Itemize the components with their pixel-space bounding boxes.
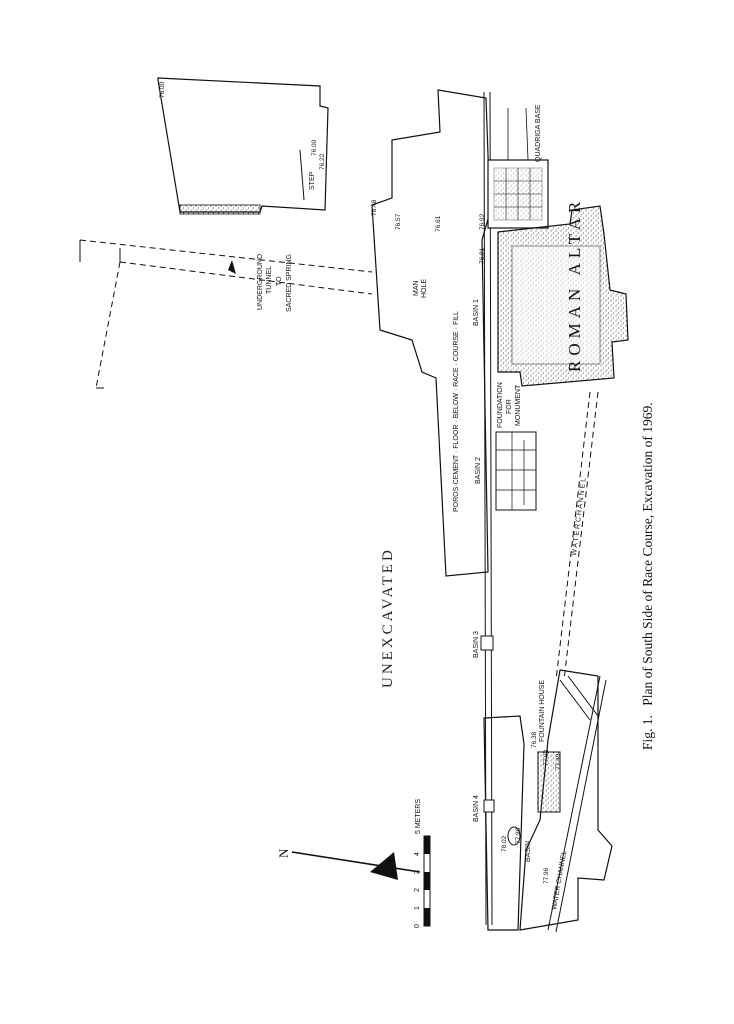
fountain-house-label: FOUNTAIN HOUSE bbox=[539, 680, 546, 742]
step-label: STEP bbox=[309, 171, 316, 190]
spring-room-outline bbox=[157, 77, 329, 213]
water-channel-top-line-1 bbox=[555, 391, 591, 681]
elevation-label: 77.98 bbox=[515, 827, 522, 844]
basin-5-label: BASIN bbox=[525, 841, 532, 862]
poros-floor-label: POROS·CEMENT · FLOOR · BELOW · RACE · CO… bbox=[453, 311, 460, 512]
north-label: N bbox=[276, 848, 291, 858]
tunnel-label-4: SACRED SPRING bbox=[286, 254, 293, 312]
scale-tick-3: 3 bbox=[414, 870, 421, 874]
quadriga-grid bbox=[494, 168, 542, 220]
water-channel-top-line-2 bbox=[563, 391, 599, 681]
elevation-label: 76.38 bbox=[531, 731, 538, 748]
figure-caption-text: Plan of South Side of Race Course, Excav… bbox=[640, 402, 655, 705]
basin-3-label: BASIN 3 bbox=[473, 631, 480, 658]
tunnel-line-lower bbox=[119, 261, 373, 295]
quadriga-base-label: QUADRIGA BASE bbox=[535, 104, 542, 162]
basin-3-box bbox=[480, 635, 494, 651]
basin-2-label: BASIN 2 bbox=[475, 457, 482, 484]
elevation-label: 77.96 bbox=[543, 867, 550, 884]
elevation-label: 77.49 bbox=[555, 753, 562, 770]
basin-5-box bbox=[507, 826, 521, 846]
elevation-label: 76.57 bbox=[395, 213, 402, 230]
tunnel-return bbox=[95, 261, 121, 389]
tunnel-label-3: TO bbox=[276, 276, 283, 286]
spring-step bbox=[299, 149, 305, 201]
tunnel-label-2: TUNNEL bbox=[266, 266, 273, 294]
foundation-label-1: FOUNDATION bbox=[497, 382, 504, 428]
elevation-label: 78.02 bbox=[501, 835, 508, 852]
spring-room-sill bbox=[179, 204, 261, 215]
race-course-line-2 bbox=[489, 91, 493, 926]
scale-tick-2: 2 bbox=[414, 888, 421, 892]
foundation-label-3: MONUMENT bbox=[515, 384, 522, 426]
roman-altar-core bbox=[511, 245, 601, 365]
water-channel-top-label: W A T E R C H A N N E L bbox=[571, 478, 588, 557]
fountain-house-body bbox=[537, 751, 561, 813]
man-hole-label-2: HOLE bbox=[421, 279, 428, 298]
tunnel-label-1: UNDERGROUND bbox=[257, 254, 264, 310]
elevation-label: 76.00 bbox=[311, 139, 318, 156]
unexcavated-label: UNEXCAVATED bbox=[380, 547, 396, 688]
man-hole-label-1: MAN bbox=[413, 280, 420, 296]
elevation-label: 76.91 bbox=[479, 247, 486, 264]
elevation-label: 76.48 bbox=[371, 199, 378, 216]
water-channel-bottom-line-1 bbox=[547, 675, 601, 931]
roman-altar-label: ROMAN ALTAR bbox=[565, 197, 584, 372]
elevation-label: 76.22 bbox=[319, 153, 326, 170]
foundation-label-2: FOR bbox=[506, 399, 513, 414]
tunnel-line-upper bbox=[79, 239, 373, 273]
basin-4-box bbox=[483, 799, 495, 813]
poros-floor-area bbox=[371, 89, 491, 577]
basin-4-label: BASIN 4 bbox=[473, 795, 480, 822]
water-channel-bottom-line-2 bbox=[555, 679, 607, 933]
elevation-label: 76.00 bbox=[159, 81, 166, 98]
scale-tick-4: 4 bbox=[414, 852, 421, 856]
fountain-house-outline bbox=[519, 669, 613, 931]
tunnel-arrow bbox=[228, 260, 236, 274]
elevation-label: 76.92 bbox=[479, 213, 486, 230]
foundation-for-monument bbox=[495, 431, 537, 511]
elevation-label: 77.92 bbox=[543, 749, 550, 766]
scale-tick-1: 1 bbox=[414, 906, 421, 910]
scale-bar bbox=[423, 835, 431, 927]
north-arrow bbox=[291, 851, 421, 880]
scale-title: 5 METERS bbox=[415, 799, 422, 834]
elevation-label: 76.61 bbox=[435, 215, 442, 232]
figure-caption-label: Fig. 1. bbox=[640, 715, 655, 750]
scale-tick-0: 0 bbox=[414, 924, 421, 928]
basin-1-label: BASIN 1 bbox=[473, 299, 480, 326]
figure-caption: Fig. 1. Plan of South Side of Race Cours… bbox=[640, 402, 655, 750]
lower-excavation-area bbox=[483, 715, 525, 931]
